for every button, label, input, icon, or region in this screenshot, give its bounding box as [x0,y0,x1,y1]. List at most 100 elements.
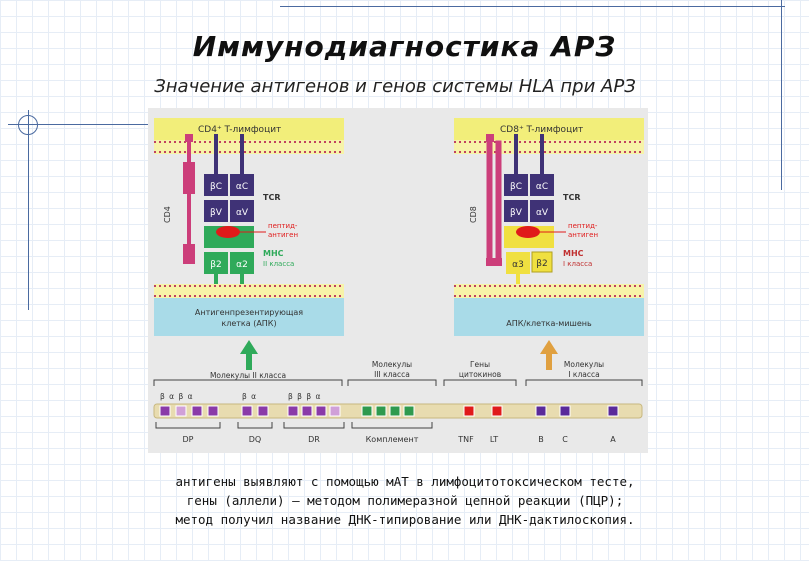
right-mhc-label-1: MHC [563,249,584,258]
right-block-a3: α3 [512,260,524,270]
left-peptide [216,226,240,238]
label-dp: DP [183,435,194,444]
cd4-molecule [183,134,195,264]
right-apc-membrane [454,284,644,298]
deco-top-line [280,6,785,7]
left-mhc-label-1: MHC [263,249,284,258]
gene-dp-3 [191,405,203,417]
gene-dq-1 [241,405,253,417]
deco-left-hline [8,124,148,125]
left-panel: CD4⁺ T-лимфоцит CD4 βC αC βV αV TCR [154,118,344,370]
label-dr: DR [308,435,320,444]
gene-dr-3 [315,405,327,417]
label-a: A [610,435,616,444]
group-class1-label-2: I класса [568,370,599,379]
right-block-ac: αC [536,182,548,192]
label-tnf: TNF [457,435,474,444]
gene-complement-3 [389,405,401,417]
label-complement: Комплемент [366,435,419,444]
left-tcr-ac [230,174,254,196]
left-block-bv: βV [210,208,223,218]
caption: антигены выявляют с помощью мАТ в лимфоц… [60,472,750,529]
gene-dr-1 [287,405,299,417]
right-tcr-label: TCR [563,193,581,202]
right-peptide [516,226,540,238]
gene-complement-4 [403,405,415,417]
page-subtitle: Значение антигенов и генов системы HLA п… [154,76,636,97]
right-block-bv: βV [510,208,523,218]
cd8-molecule [486,134,502,266]
left-t-membrane [154,140,344,154]
bracket-cytokines [443,379,517,386]
cd8-label: CD8 [469,206,478,223]
right-panel: CD8⁺ T-лимфоцит CD8 βC αC βV αV TCR пепт… [454,118,644,370]
caption-line-1: антигены выявляют с помощью мАТ в лимфоц… [175,474,635,489]
deco-right-line [781,0,782,190]
left-tcr-av [230,200,254,222]
right-block-av: αV [536,208,549,218]
right-t-cell-area [454,118,644,140]
hla-diagram: CD4⁺ T-лимфоцит CD4 βC αC βV αV TCR [148,108,648,453]
left-apc-label-1: Антигенпрезентирующая [195,308,303,317]
left-apc-membrane [154,284,344,298]
gene-complement-2 [375,405,387,417]
right-mhc-b2 [531,251,553,273]
gene-dp-4 [207,405,219,417]
bracket-class2 [153,379,343,386]
label-c: C [562,435,568,444]
left-block-ac: αC [236,182,248,192]
gene-dr-4 [329,405,341,417]
group-class2-label: Молекулы II класса [210,371,286,380]
left-peptide-label-2: антиген [268,231,298,239]
left-block-av: αV [236,208,249,218]
gene-b [535,405,547,417]
group-cytokines-label-2: цитокинов [459,370,501,379]
left-apc-label-2: клетка (АПК) [221,319,276,328]
gene-dp-1 [159,405,171,417]
gene-dq-2 [257,405,269,417]
left-apc-area [154,298,344,336]
bracket-dq [237,422,273,429]
left-block-b2: β2 [210,260,221,270]
gene-c [559,405,571,417]
right-peptide-label-2: антиген [568,231,598,239]
bracket-dr [283,422,345,429]
right-apc-label: АПК/клетка-мишень [506,319,592,328]
gene-tnf [463,405,475,417]
right-apc-area [454,298,644,336]
left-cell-label: CD4⁺ T-лимфоцит [198,125,281,135]
bracket-dp [155,422,221,429]
right-up-arrow [540,340,558,370]
caption-line-3: метод получил название ДНК-типирование и… [175,512,635,527]
right-tcr-bc [504,174,528,196]
left-mhc-b2 [204,252,228,274]
gene-a [607,405,619,417]
caption-line-2: гены (аллели) – методом полимеразной цеп… [186,493,624,508]
right-mhc-label-2: I класса [563,260,592,268]
gene-lt [491,405,503,417]
deco-circle [18,115,38,135]
gene-dr-2 [301,405,313,417]
left-tcr-label: TCR [263,193,281,202]
group-class1-label-1: Молекулы [564,360,604,369]
label-b: B [538,435,544,444]
left-up-arrow [240,340,258,370]
greek-dr: β β β α [288,392,321,401]
left-block-a2: α2 [236,260,248,270]
group-class3-label-2: III класса [374,370,410,379]
left-block-bc: βC [210,182,222,192]
right-tcr-ac [530,174,554,196]
group-class3-label-1: Молекулы [372,360,412,369]
left-t-cell-area [154,118,344,140]
right-t-membrane [454,140,644,154]
bracket-complement [351,422,433,429]
left-tcr-bc [204,174,228,196]
bracket-class1 [525,379,643,386]
cd4-label: CD4 [163,206,172,223]
right-cell-label: CD8⁺ T-лимфоцит [500,125,583,135]
deco-left-line [28,110,29,310]
gene-complement-1 [361,405,373,417]
right-tcr-bv [504,200,528,222]
greek-dp: β α β α [160,392,194,401]
right-mhc-a3 [506,252,530,274]
